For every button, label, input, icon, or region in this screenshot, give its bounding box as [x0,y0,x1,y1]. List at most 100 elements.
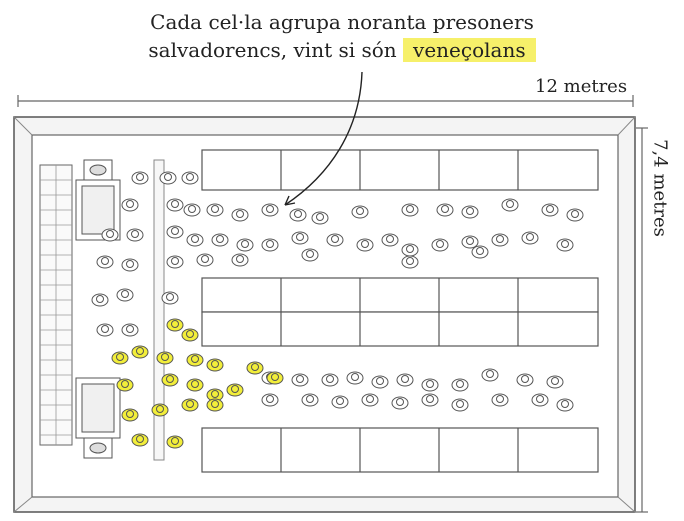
salvadoran-prisoner-figure [461,235,479,249]
salvadoran-prisoner-figure [331,395,349,409]
venezuelan-prisoner-figure [206,358,224,372]
salvadoran-prisoner-figure [231,208,249,222]
salvadoran-prisoner-figure [291,231,309,245]
salvadoran-prisoner-figure [186,233,204,247]
salvadoran-prisoner-figure [91,293,109,307]
salvadoran-prisoner-figure [451,398,469,412]
toilet-top [75,159,121,241]
salvadoran-prisoner-figure [556,398,574,412]
salvadoran-prisoner-figure [546,375,564,389]
salvadoran-prisoner-figure [261,393,279,407]
salvadoran-prisoner-figure [391,396,409,410]
salvadoran-prisoner-figure [121,323,139,337]
bunk-beds [201,149,599,473]
salvadoran-prisoner-figure [211,233,229,247]
venezuelan-prisoner-figure [206,398,224,412]
salvadoran-prisoner-figure [471,245,489,259]
salvadoran-prisoner-figure [121,258,139,272]
width-dimension-label: 12 metres [535,76,628,97]
venezuelan-prisoner-figure [131,433,149,447]
venezuelan-prisoner-figure [181,398,199,412]
salvadoran-prisoner-figure [421,378,439,392]
salvadoran-prisoner-figure [566,208,584,222]
salvadoran-prisoner-figure [401,203,419,217]
salvadoran-prisoner-figure [166,225,184,239]
width-dimension-line [17,95,634,107]
left-wall-grates [39,164,73,446]
divider-rail [153,159,165,461]
salvadoran-prisoner-figure [326,233,344,247]
salvadoran-prisoner-figure [261,238,279,252]
salvadoran-prisoner-figure [261,203,279,217]
height-dimension-line [636,127,648,513]
salvadoran-prisoner-figure [431,238,449,252]
prisoners [91,171,584,449]
salvadoran-prisoner-figure [361,393,379,407]
salvadoran-prisoner-figure [516,373,534,387]
salvadoran-prisoner-figure [183,203,201,217]
salvadoran-prisoner-figure [351,205,369,219]
venezuelan-prisoner-figure [161,373,179,387]
salvadoran-prisoner-figure [401,255,419,269]
toilet-bottom [75,377,121,459]
venezuelan-prisoner-figure [151,403,169,417]
annotation-line-2: salvadorencs, vint si són veneçolans [0,36,684,64]
salvadoran-prisoner-figure [301,248,319,262]
venezuelan-prisoner-figure [166,318,184,332]
salvadoran-prisoner-figure [491,393,509,407]
salvadoran-prisoner-figure [371,375,389,389]
salvadoran-prisoner-figure [501,198,519,212]
salvadoran-prisoner-figure [541,203,559,217]
venezuelan-prisoner-figure [116,378,134,392]
annotation-line-2-prefix: salvadorencs, vint si són [148,38,404,62]
salvadoran-prisoner-figure [521,231,539,245]
salvadoran-prisoner-figure [121,198,139,212]
salvadoran-prisoner-figure [206,203,224,217]
salvadoran-prisoner-figure [196,253,214,267]
salvadoran-prisoner-figure [311,211,329,225]
salvadoran-prisoner-figure [396,373,414,387]
annotation-line-1: Cada cel·la agrupa noranta presoners [150,10,534,34]
salvadoran-prisoner-figure [159,171,177,185]
salvadoran-prisoner-figure [96,323,114,337]
annotation: Cada cel·la agrupa noranta presoners sal… [0,8,684,64]
venezuelan-prisoner-figure [266,371,284,385]
salvadoran-prisoner-figure [451,378,469,392]
salvadoran-prisoner-figure [531,393,549,407]
salvadoran-prisoner-figure [321,373,339,387]
salvadoran-prisoner-figure [166,198,184,212]
salvadoran-prisoner-figure [436,203,454,217]
venezuelan-prisoner-figure [246,361,264,375]
salvadoran-prisoner-figure [96,255,114,269]
salvadoran-prisoner-figure [291,373,309,387]
highlighted-word: veneçolans [403,38,536,62]
venezuelan-prisoner-figure [121,408,139,422]
venezuelan-prisoner-figure [186,353,204,367]
salvadoran-prisoner-figure [166,255,184,269]
salvadoran-prisoner-figure [161,291,179,305]
salvadoran-prisoner-figure [236,238,254,252]
salvadoran-prisoner-figure [301,393,319,407]
venezuelan-prisoner-figure [166,435,184,449]
salvadoran-prisoner-figure [381,233,399,247]
salvadoran-prisoner-figure [491,233,509,247]
salvadoran-prisoner-figure [181,171,199,185]
venezuelan-prisoner-figure [156,351,174,365]
salvadoran-prisoner-figure [356,238,374,252]
salvadoran-prisoner-figure [421,393,439,407]
salvadoran-prisoner-figure [556,238,574,252]
venezuelan-prisoner-figure [226,383,244,397]
salvadoran-prisoner-figure [126,228,144,242]
salvadoran-prisoner-figure [461,205,479,219]
salvadoran-prisoner-figure [289,208,307,222]
annotation-arrow [284,71,363,206]
salvadoran-prisoner-figure [401,243,419,257]
venezuelan-prisoner-figure [186,378,204,392]
salvadoran-prisoner-figure [116,288,134,302]
venezuelan-prisoner-figure [181,328,199,342]
venezuelan-prisoner-figure [111,351,129,365]
venezuelan-prisoner-figure [131,345,149,359]
salvadoran-prisoner-figure [231,253,249,267]
salvadoran-prisoner-figure [101,228,119,242]
